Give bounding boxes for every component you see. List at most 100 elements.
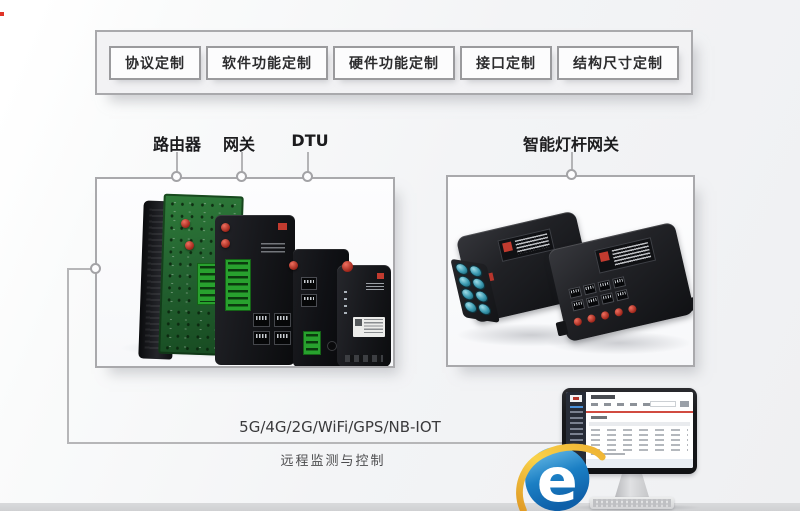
terminal-strip bbox=[345, 355, 383, 362]
aviation-connector-icon bbox=[455, 263, 469, 275]
brand-logo-chip bbox=[502, 241, 513, 253]
industrial-gateway-device bbox=[215, 215, 295, 365]
device-label-sticker bbox=[594, 237, 657, 274]
button-hardware-function-customization[interactable]: 硬件功能定制 bbox=[333, 45, 455, 80]
ethernet-port-icon bbox=[571, 299, 586, 312]
ethernet-ports bbox=[301, 277, 319, 307]
remote-monitoring-text: 远程监测与控制 bbox=[280, 454, 386, 469]
ethernet-port-icon bbox=[582, 282, 597, 296]
connector-node bbox=[90, 263, 101, 274]
sidebar-item bbox=[569, 427, 583, 430]
connector-node bbox=[302, 171, 313, 182]
stem-router bbox=[176, 152, 178, 172]
antenna-connector-icon bbox=[342, 261, 353, 272]
led-indicators bbox=[344, 291, 347, 317]
antenna-connector-icon bbox=[586, 313, 597, 324]
router-gateway-dtu-box bbox=[95, 177, 395, 368]
mounting-ear bbox=[555, 320, 569, 337]
qr-label bbox=[353, 317, 385, 337]
dashboard-table-row bbox=[591, 449, 688, 451]
ethernet-ports bbox=[253, 313, 293, 345]
terminal-block bbox=[303, 331, 321, 355]
dashboard-menu-bar bbox=[591, 403, 655, 406]
terminal-block bbox=[197, 263, 219, 305]
smart-pole-gateway-box bbox=[446, 175, 695, 367]
antenna-connector-icon bbox=[613, 307, 624, 318]
connector-node bbox=[236, 171, 247, 182]
ethernet-port-icon bbox=[301, 294, 317, 307]
dashboard-search-box bbox=[650, 401, 676, 407]
stem-smart-pole-gateway bbox=[571, 152, 573, 171]
ethernet-port-icon bbox=[612, 276, 627, 289]
connector-line-bottom bbox=[67, 442, 562, 444]
mounting-ear bbox=[689, 295, 693, 312]
ethernet-ports bbox=[568, 276, 632, 312]
device-print bbox=[261, 243, 285, 253]
ethernet-port-icon bbox=[253, 313, 270, 327]
ethernet-port-icon bbox=[600, 292, 615, 305]
label-smart-pole-gateway: 智能灯杆网关 bbox=[522, 135, 619, 154]
customization-panel: 协议定制 软件功能定制 硬件功能定制 接口定制 结构尺寸定制 bbox=[95, 30, 693, 95]
sidebar-item bbox=[569, 405, 583, 408]
label-gateway: 网关 bbox=[222, 135, 255, 154]
ethernet-port-icon bbox=[253, 331, 270, 345]
ie-circle bbox=[525, 446, 590, 511]
stem-dtu bbox=[307, 152, 309, 172]
sidebar-item bbox=[569, 416, 583, 419]
button-software-function-customization[interactable]: 软件功能定制 bbox=[206, 45, 328, 80]
dtu-device bbox=[337, 261, 391, 366]
antenna-connector-icon bbox=[181, 219, 190, 228]
button-structure-size-customization[interactable]: 结构尺寸定制 bbox=[557, 45, 679, 80]
sidebar-item bbox=[569, 411, 583, 413]
antenna-connector-icon bbox=[221, 239, 230, 248]
dashboard-table-row bbox=[591, 439, 688, 441]
router-gateway-dtu-photo bbox=[97, 179, 393, 366]
dashboard-table-header bbox=[589, 422, 690, 426]
dashboard-table-row bbox=[591, 444, 688, 446]
aviation-connector-icon bbox=[472, 278, 486, 290]
label-text-lines bbox=[611, 241, 652, 266]
ethernet-port-icon bbox=[274, 313, 291, 327]
smart-pole-gateway-photo bbox=[448, 177, 693, 365]
device-label-sticker bbox=[497, 228, 555, 262]
monitor-stand bbox=[615, 472, 649, 497]
dashboard-footer-text bbox=[591, 453, 625, 455]
ethernet-port-icon bbox=[568, 286, 583, 299]
button-protocol-customization[interactable]: 协议定制 bbox=[109, 45, 201, 80]
dashboard-footer-band bbox=[586, 459, 693, 468]
dashboard-breadcrumb bbox=[591, 416, 607, 419]
antenna-connector-icon bbox=[221, 223, 230, 232]
antenna-connector-icon bbox=[185, 241, 194, 250]
dashboard-table-row bbox=[591, 434, 688, 436]
ethernet-port-icon bbox=[615, 288, 629, 302]
sidebar-item bbox=[569, 438, 583, 441]
dashboard-logo bbox=[570, 395, 582, 402]
label-dtu: DTU bbox=[291, 131, 329, 150]
sidebar-item bbox=[569, 433, 583, 435]
red-marker bbox=[0, 12, 4, 16]
aviation-connector-icon bbox=[469, 265, 483, 277]
stem-gateway bbox=[241, 152, 243, 172]
aviation-connector-icon bbox=[461, 288, 475, 301]
antenna-connector-icon bbox=[573, 316, 583, 327]
ethernet-port-icon bbox=[597, 279, 612, 293]
dashboard-button bbox=[680, 401, 689, 407]
antenna-connector-icon bbox=[627, 304, 638, 314]
desk-surface bbox=[0, 503, 800, 511]
device-print bbox=[366, 283, 384, 290]
brand-logo-chip bbox=[598, 251, 610, 262]
aviation-connector-icon bbox=[464, 301, 478, 313]
label-router: 路由器 bbox=[152, 135, 201, 154]
dashboard-accent-line bbox=[586, 411, 693, 413]
sidebar-item bbox=[569, 422, 583, 424]
aviation-connector-icon bbox=[478, 303, 491, 315]
antenna-connector-icon bbox=[600, 310, 610, 321]
brand-logo-chip bbox=[377, 273, 384, 279]
antenna-connector-icon bbox=[289, 261, 298, 270]
aviation-connector-icon bbox=[458, 275, 472, 288]
aviation-connector-icon bbox=[475, 290, 488, 303]
dashboard-title-bar bbox=[591, 395, 615, 399]
ie-swirl bbox=[516, 443, 606, 511]
button-interface-customization[interactable]: 接口定制 bbox=[460, 45, 552, 80]
connector-line-vertical bbox=[67, 268, 69, 444]
